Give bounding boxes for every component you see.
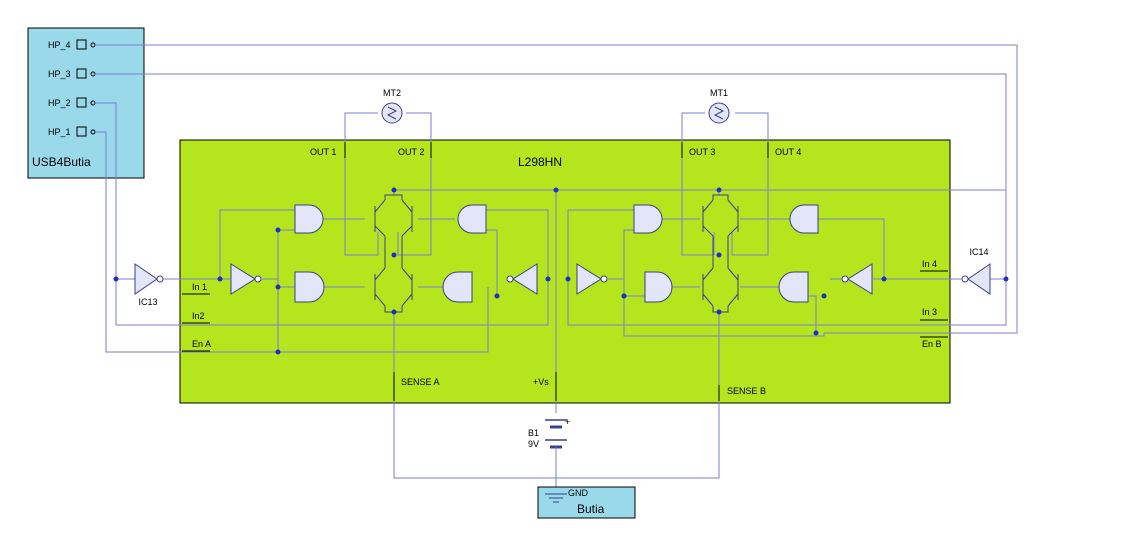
chip-name: L298HN: [518, 155, 562, 169]
input-pins-left: In 1 In2 En A: [182, 282, 211, 352]
output-labels: OUT 1 OUT 2 OUT 3 OUT 4: [310, 147, 801, 157]
usb4butia-title: USB4Butia: [32, 155, 91, 169]
motor-label: MT1: [710, 88, 728, 98]
usb-pin-label: HP_3: [48, 69, 71, 79]
usb-pin-label: HP_2: [48, 98, 71, 108]
usb-pin-square: [76, 68, 87, 79]
h-bridge-b-transistors: [702, 194, 739, 313]
pin-label: In 3: [922, 307, 937, 317]
battery-plus: +: [565, 417, 570, 427]
output-label: OUT 2: [398, 147, 424, 157]
sense-pins: SENSE A SENSE B +Vs: [393, 372, 766, 401]
battery-name: B1: [528, 428, 539, 438]
ground-icon: [545, 493, 567, 503]
usb-wires: [95, 44, 1018, 353]
battery-voltage: 9V: [528, 439, 539, 449]
ic-label: IC14: [969, 247, 988, 257]
output-pin-ticks: [344, 142, 769, 158]
usb-pin-label: HP_4: [48, 40, 71, 50]
pin-label: In 1: [192, 282, 207, 292]
input-pins-right: In 4 In 3 En B: [920, 259, 948, 349]
motor-mt1: MT1: [708, 88, 730, 124]
ic-label: IC13: [138, 297, 157, 307]
pin-label: SENSE A: [401, 377, 440, 387]
pin-label: In 4: [922, 259, 937, 269]
battery-b1: + B1 9V: [528, 417, 570, 490]
butia-title: Butia: [577, 502, 605, 516]
pin-label: En A: [192, 339, 211, 349]
motor-wires: [344, 112, 769, 256]
pin-label: SENSE B: [727, 386, 766, 396]
pin-label: In2: [192, 311, 205, 321]
output-label: OUT 3: [689, 147, 715, 157]
pin-label: +Vs: [533, 377, 549, 387]
output-label: OUT 4: [775, 147, 801, 157]
internal-inverters: [230, 263, 873, 295]
pin-label: En B: [922, 339, 942, 349]
ground-label: GND: [568, 488, 589, 498]
output-label: OUT 1: [310, 147, 336, 157]
usb-pin-square: [76, 39, 87, 50]
usb-pin-square: [76, 97, 87, 108]
h-bridge-a-transistors: [374, 194, 413, 313]
motor-mt2: MT2: [381, 88, 403, 124]
motor-label: MT2: [383, 88, 401, 98]
inverter-ic14: IC14: [872, 247, 1006, 295]
junction-dots: [113, 187, 1009, 355]
usb-pin-label: HP_1: [48, 127, 71, 137]
usb-pins: HP_4 HP_3 HP_2 HP_1: [48, 39, 96, 137]
and-gates: [294, 204, 819, 303]
usb-pin-square: [76, 126, 87, 137]
